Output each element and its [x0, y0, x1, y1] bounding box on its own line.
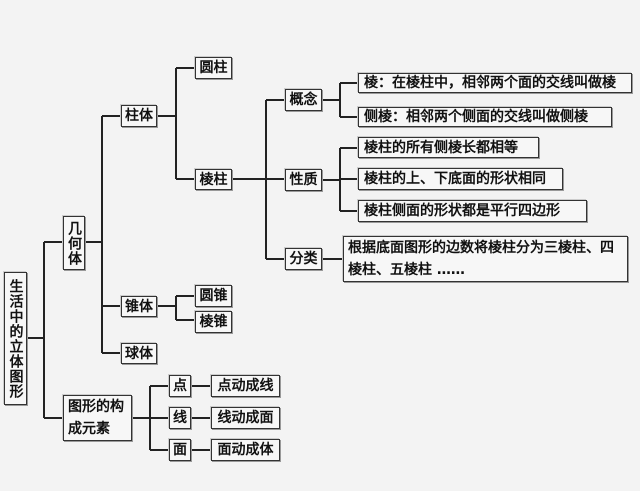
- classification-text: 根据底面图形的边数将棱柱分为三棱柱、四棱柱、五棱柱 ……: [343, 236, 628, 282]
- concept-item: 侧棱：相邻两个侧面的交线叫做侧棱: [358, 107, 612, 127]
- node-properties: 性质: [285, 169, 322, 191]
- root-node: 生活中的立体图形: [4, 272, 27, 405]
- property-item: 棱柱的上、下底面的形状相同: [358, 168, 563, 190]
- element-point: 点: [169, 375, 191, 397]
- node-prism: 棱柱: [195, 169, 232, 190]
- node-cone-family: 锥体: [121, 296, 157, 317]
- element-result: 点动成线: [211, 375, 280, 397]
- element-line: 线: [169, 407, 191, 429]
- concept-item: 棱：在棱柱中，相邻两个面的交线叫做棱: [358, 73, 632, 93]
- element-surface: 面: [169, 439, 191, 461]
- node-classification: 分类: [285, 248, 322, 270]
- element-result: 线动成面: [211, 407, 280, 429]
- node-cylinder: 圆柱: [195, 57, 232, 79]
- node-geometric-bodies: 几何体: [63, 216, 85, 270]
- node-pyramid: 棱锥: [195, 311, 232, 333]
- node-prism-family: 柱体: [121, 105, 157, 127]
- element-result: 面动成体: [211, 439, 280, 461]
- node-sphere: 球体: [121, 343, 157, 364]
- property-item: 棱柱的所有侧棱长都相等: [358, 137, 539, 158]
- node-elements: 图形的构成元素: [63, 395, 132, 441]
- property-item: 棱柱侧面的形状都是平行四边形: [358, 200, 587, 222]
- node-concept: 概念: [285, 89, 322, 111]
- node-cone: 圆锥: [195, 285, 232, 307]
